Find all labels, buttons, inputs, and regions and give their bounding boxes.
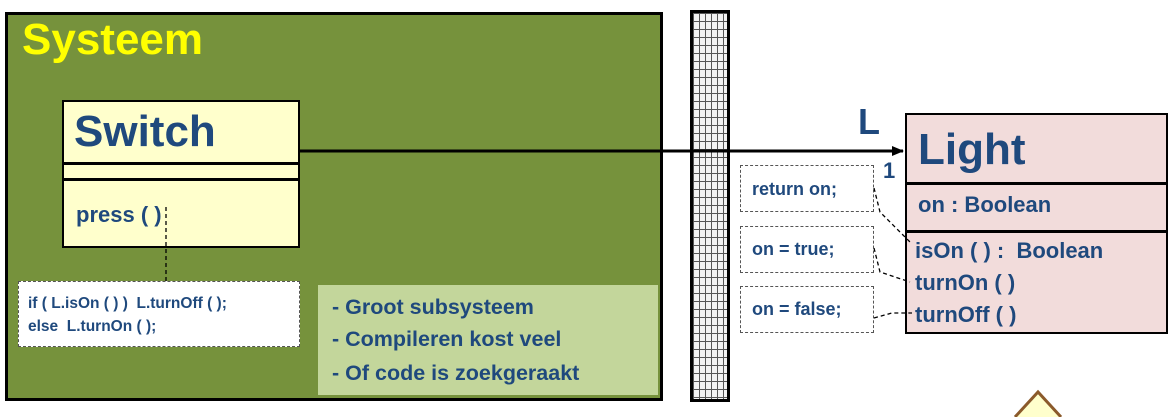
light-code-note-text: on = true; bbox=[752, 239, 835, 259]
bullet-item: - Compileren kost veel bbox=[332, 327, 562, 351]
brick-wall bbox=[690, 10, 730, 402]
association-role-label: L bbox=[858, 101, 880, 142]
switch-class-box[interactable] bbox=[62, 100, 300, 248]
system-title: Systeem bbox=[22, 15, 204, 64]
switch-code-note-line: if ( L.isOn ( ) ) L.turnOff ( ); bbox=[28, 295, 227, 312]
switch-class-divider bbox=[62, 162, 300, 165]
light-code-note bbox=[740, 286, 874, 333]
light-operation-turnon: turnOn ( ) bbox=[915, 270, 1016, 295]
bullet-item: - Groot subsysteem bbox=[332, 295, 534, 319]
light-code-note-text: return on; bbox=[752, 179, 837, 199]
light-code-note bbox=[740, 226, 874, 273]
switch-class-name: Switch bbox=[74, 107, 216, 156]
light-attribute-on: on : Boolean bbox=[918, 192, 1052, 217]
bullet-list-box bbox=[318, 285, 658, 395]
light-code-note-text: on = false; bbox=[752, 299, 842, 319]
light-class-divider bbox=[905, 182, 1168, 185]
light-class-divider bbox=[905, 230, 1168, 233]
association-multiplicity: 1 bbox=[883, 158, 896, 183]
switch-operation-press: press ( ) bbox=[76, 202, 162, 227]
switch-class-divider bbox=[62, 178, 300, 181]
light-code-note bbox=[740, 165, 874, 212]
switch-code-note-line: else L.turnOn ( ); bbox=[28, 318, 157, 335]
bullet-item: - Of code is zoekgeraakt bbox=[332, 361, 580, 385]
switch-code-note bbox=[18, 281, 300, 347]
light-class-box[interactable] bbox=[905, 113, 1168, 334]
warning-triangle-icon bbox=[1013, 389, 1063, 417]
light-class-name: Light bbox=[918, 125, 1026, 174]
light-operation-turnoff: turnOff ( ) bbox=[915, 302, 1017, 327]
light-operation-ison: isOn ( ) : Boolean bbox=[915, 238, 1104, 263]
